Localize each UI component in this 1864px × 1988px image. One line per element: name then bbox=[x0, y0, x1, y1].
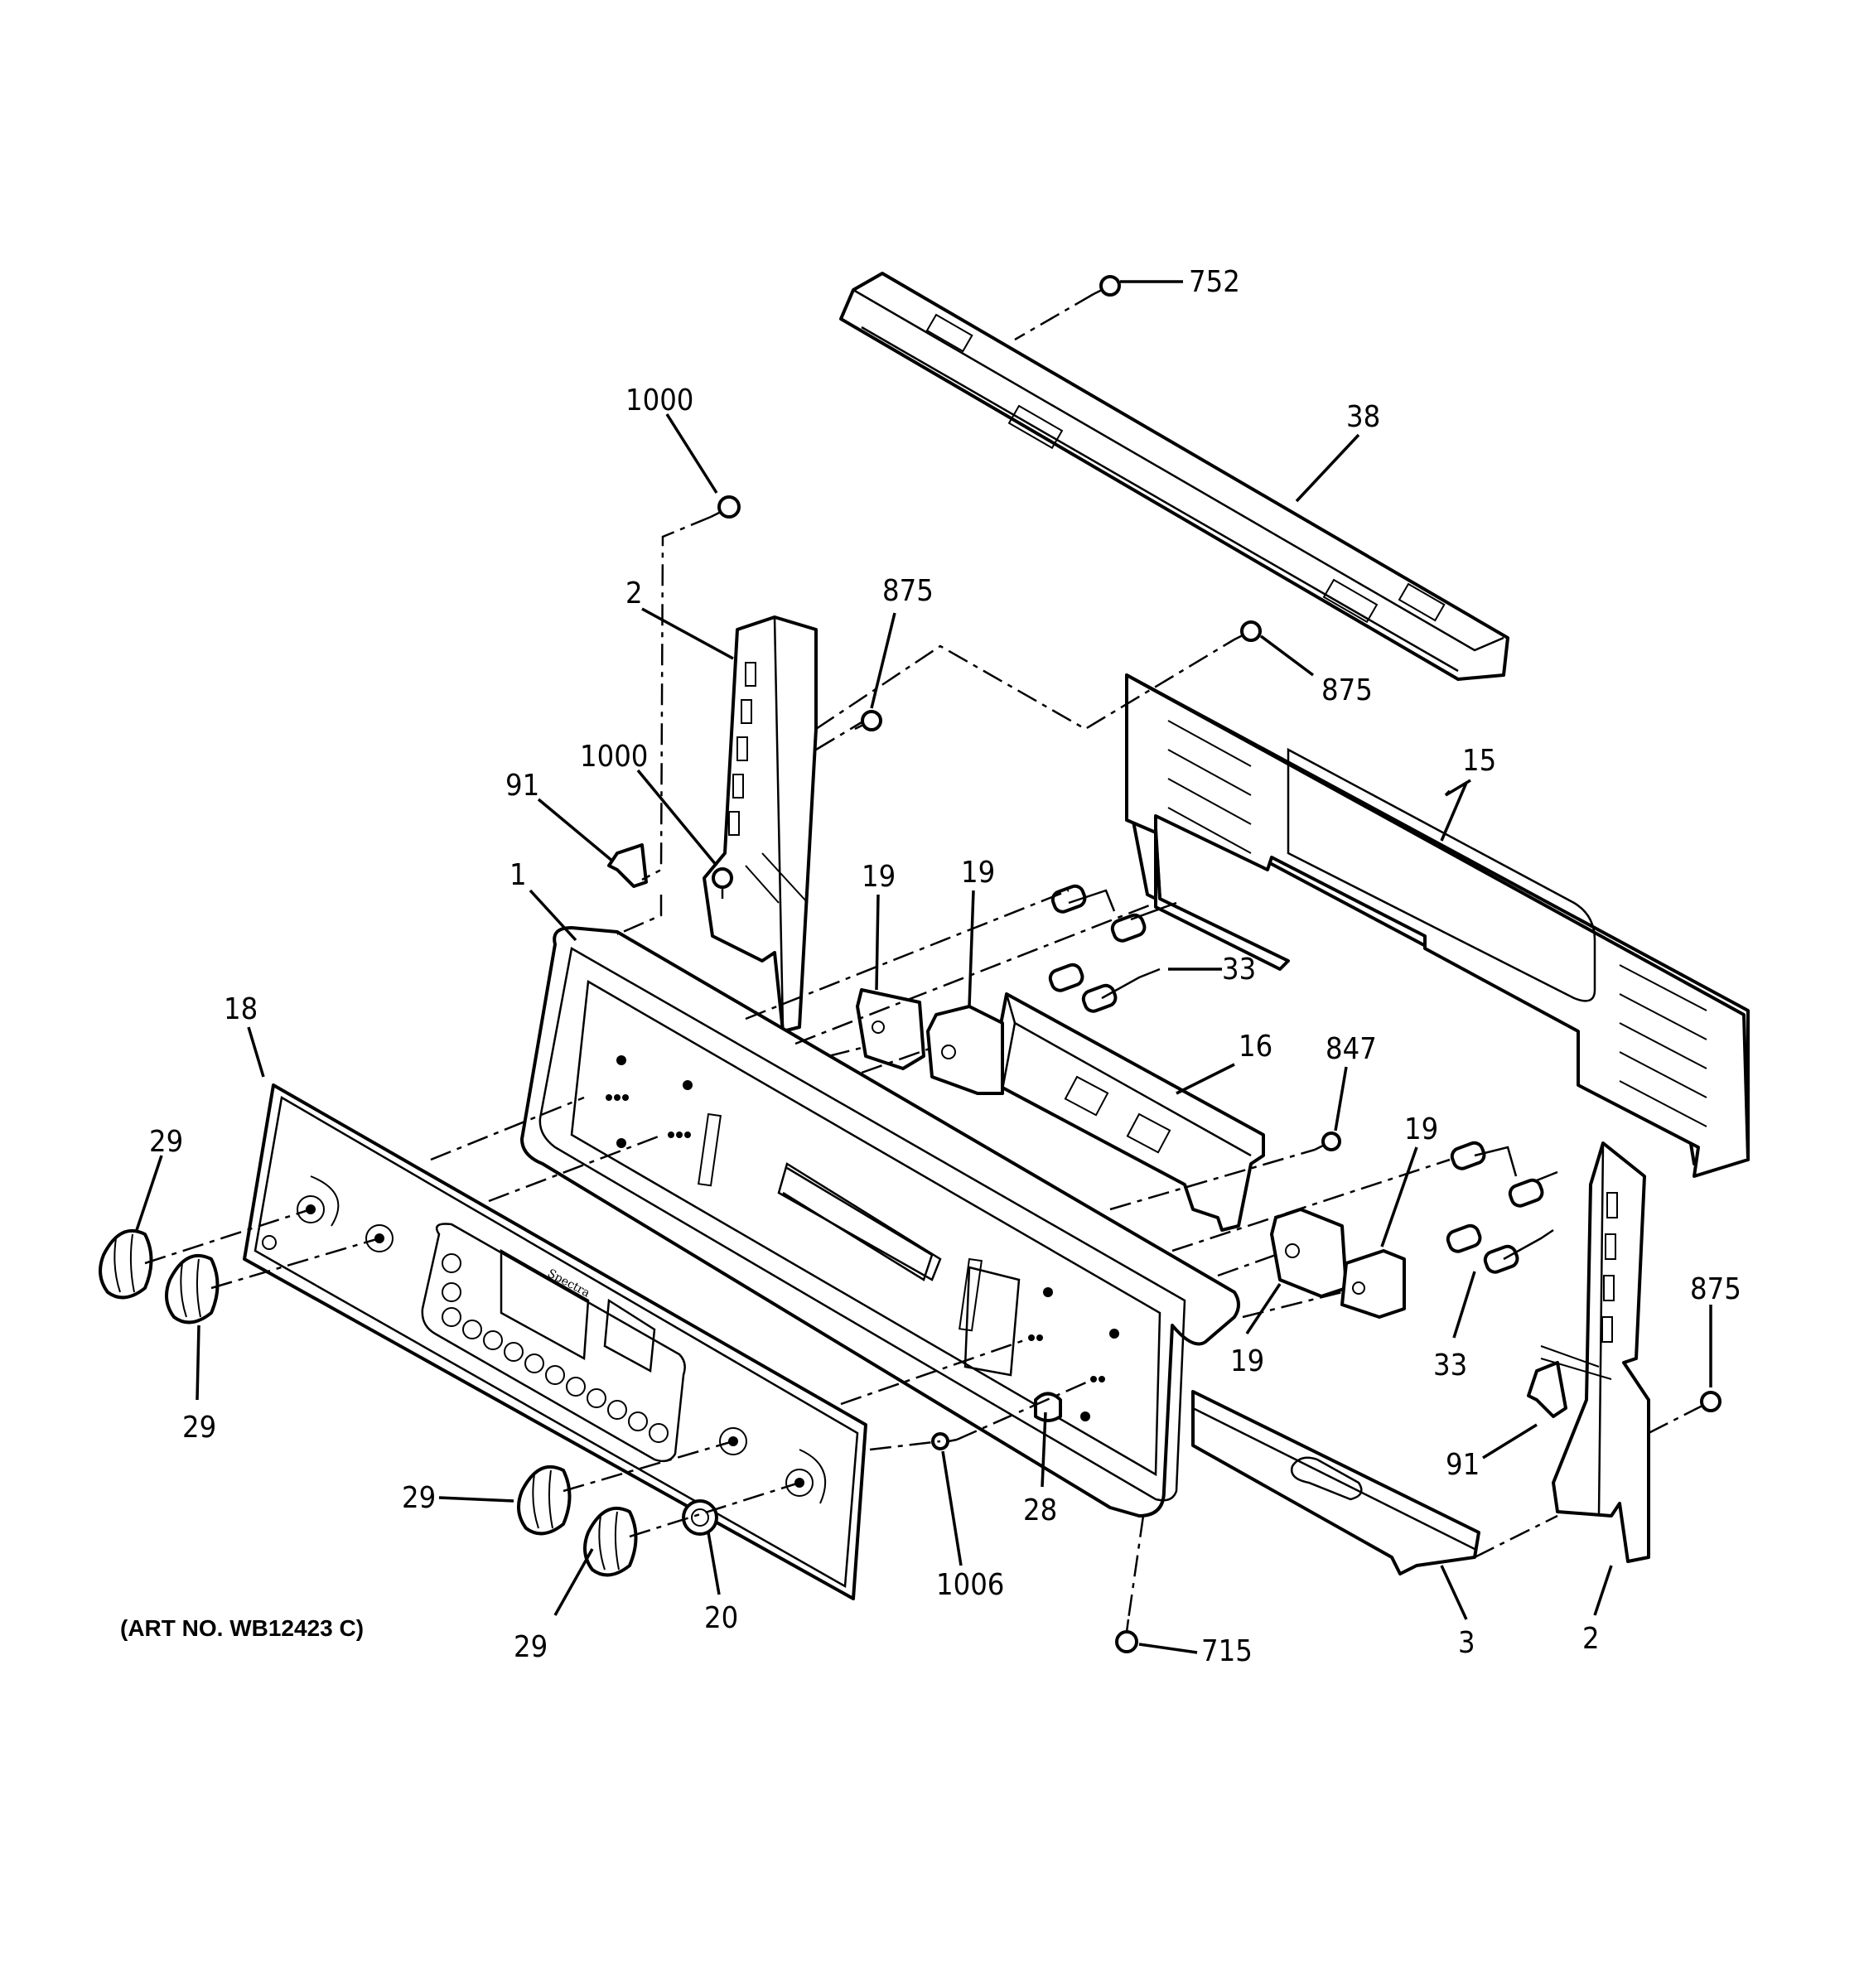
label-19-d: 19 bbox=[1230, 1344, 1264, 1378]
label-28: 28 bbox=[1023, 1493, 1057, 1527]
screw-1000-mid bbox=[712, 867, 733, 899]
label-33-top: 33 bbox=[1222, 953, 1256, 987]
label-15: 15 bbox=[1462, 744, 1496, 778]
leader-lines bbox=[135, 280, 1712, 1654]
label-875-right-top: 875 bbox=[1321, 673, 1373, 707]
label-20: 20 bbox=[704, 1601, 738, 1635]
part-18-front-control-panel: Spectra bbox=[243, 1083, 867, 1600]
label-38: 38 bbox=[1346, 400, 1380, 434]
knob-29-b bbox=[165, 1254, 220, 1325]
label-1: 1 bbox=[509, 858, 527, 892]
label-19-b: 19 bbox=[961, 856, 995, 890]
label-29-a: 29 bbox=[149, 1125, 183, 1159]
label-715: 715 bbox=[1201, 1634, 1253, 1668]
screw-875-right-bottom bbox=[1693, 1391, 1722, 1412]
label-29-b: 29 bbox=[182, 1411, 216, 1445]
label-3: 3 bbox=[1458, 1626, 1475, 1660]
screw-875-right-top bbox=[1234, 620, 1262, 642]
part-16-control-board bbox=[988, 992, 1265, 1232]
screw-1000-top bbox=[710, 495, 741, 519]
part-2-left-side-bracket bbox=[703, 615, 818, 1033]
label-18: 18 bbox=[224, 992, 258, 1026]
callout-labels: 752 38 1000 2 875 875 15 91 1000 1 19 19… bbox=[149, 265, 1741, 1668]
screws bbox=[710, 275, 1722, 1653]
knob-29-d bbox=[583, 1507, 638, 1577]
part-2-right-side-bracket bbox=[1540, 1141, 1650, 1563]
part-19-switch-d bbox=[1340, 1249, 1406, 1319]
screw-752 bbox=[1093, 275, 1121, 297]
part-38-rear-bracket bbox=[839, 272, 1509, 681]
part-29-knobs bbox=[99, 1229, 638, 1577]
part-28-clip bbox=[1034, 1392, 1062, 1422]
screw-715 bbox=[1115, 1619, 1138, 1653]
label-2-right: 2 bbox=[1582, 1622, 1600, 1656]
part-19-switch-a bbox=[856, 988, 925, 1070]
label-752: 752 bbox=[1189, 265, 1240, 299]
knob-29-a bbox=[99, 1229, 153, 1300]
part-91-left-hinge bbox=[607, 843, 648, 888]
part-19-switch-c bbox=[1270, 1208, 1348, 1298]
part-33-lamps-bottom bbox=[1446, 1141, 1558, 1274]
art-number: (ART NO. WB12423 C) bbox=[120, 1615, 364, 1641]
part-20-ring bbox=[682, 1499, 718, 1536]
label-91-left: 91 bbox=[505, 769, 539, 803]
label-19-a: 19 bbox=[862, 860, 896, 894]
label-847: 847 bbox=[1326, 1032, 1377, 1066]
part-19-switch-b bbox=[926, 1005, 1004, 1095]
part-91-right-hinge bbox=[1527, 1361, 1567, 1418]
knob-29-c bbox=[517, 1465, 572, 1536]
assembly-lines bbox=[144, 292, 1695, 1620]
screw-847 bbox=[1314, 1132, 1341, 1151]
label-1000-mid: 1000 bbox=[580, 740, 648, 774]
label-1006: 1006 bbox=[936, 1568, 1004, 1602]
label-91-right: 91 bbox=[1446, 1448, 1480, 1482]
screw-1006 bbox=[931, 1432, 958, 1450]
label-875-right-bottom: 875 bbox=[1690, 1272, 1741, 1306]
part-1-control-panel-frame bbox=[520, 926, 1240, 1518]
label-33-bottom: 33 bbox=[1433, 1349, 1467, 1382]
part-15-rear-panel bbox=[1125, 673, 1750, 1178]
label-16: 16 bbox=[1239, 1030, 1272, 1064]
label-19-c: 19 bbox=[1404, 1112, 1438, 1146]
label-29-c: 29 bbox=[402, 1481, 436, 1515]
screw-875-center bbox=[854, 710, 882, 731]
part-33-lamps-top bbox=[1048, 884, 1177, 1013]
part-3-bottom-trim bbox=[1191, 1390, 1480, 1575]
label-875-center: 875 bbox=[882, 574, 934, 608]
label-29-d: 29 bbox=[514, 1630, 548, 1664]
label-2-left: 2 bbox=[625, 577, 643, 610]
label-1000-top: 1000 bbox=[625, 384, 693, 417]
